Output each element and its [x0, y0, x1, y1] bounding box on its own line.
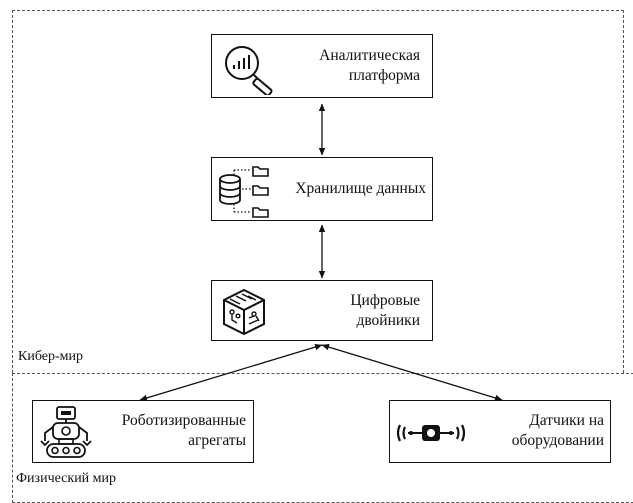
digital-twin-cube-icon — [223, 288, 265, 336]
digital-twins-label: Цифровые двойники — [350, 291, 420, 331]
digital-twins-box: Цифровые двойники — [211, 280, 433, 341]
cyber-world-zone — [12, 10, 624, 373]
robotic-units-label: Роботизированные агрегаты — [122, 411, 246, 451]
analytics-line2: платформа — [348, 67, 420, 84]
arrow-twins-sensors — [321, 343, 503, 402]
robot-icon — [40, 406, 92, 458]
robots-line2: агрегаты — [188, 432, 246, 449]
sensors-line2: оборудовании — [511, 432, 604, 449]
cyber-world-label: Кибер-мир — [16, 349, 85, 365]
data-storage-box: Хранилище данных — [211, 157, 433, 221]
twins-line1: Цифровые — [350, 292, 420, 309]
connectors — [139, 103, 503, 402]
robotic-units-box: Роботизированные агрегаты — [32, 400, 254, 463]
sensors-line1: Датчики на — [529, 412, 604, 429]
equipment-sensors-label: Датчики на оборудовании — [512, 411, 604, 451]
physical-world-label: Физический мир — [14, 471, 119, 487]
twins-line2: двойники — [356, 312, 420, 329]
analytics-platform-box: Аналитическая платформа — [211, 34, 433, 98]
arrow-twins-robots — [139, 343, 323, 402]
analytics-line1: Аналитическая — [319, 47, 420, 64]
storage-line1: Хранилище данных — [295, 180, 426, 197]
equipment-sensors-box: Датчики на оборудовании — [389, 400, 611, 463]
analytics-magnifier-icon — [225, 46, 273, 95]
sensor-signal-icon — [396, 424, 466, 442]
analytics-platform-label: Аналитическая платформа — [319, 46, 420, 86]
database-folders-icon — [219, 166, 269, 218]
data-storage-label: Хранилище данных — [295, 179, 426, 199]
robots-line1: Роботизированные — [121, 412, 246, 429]
